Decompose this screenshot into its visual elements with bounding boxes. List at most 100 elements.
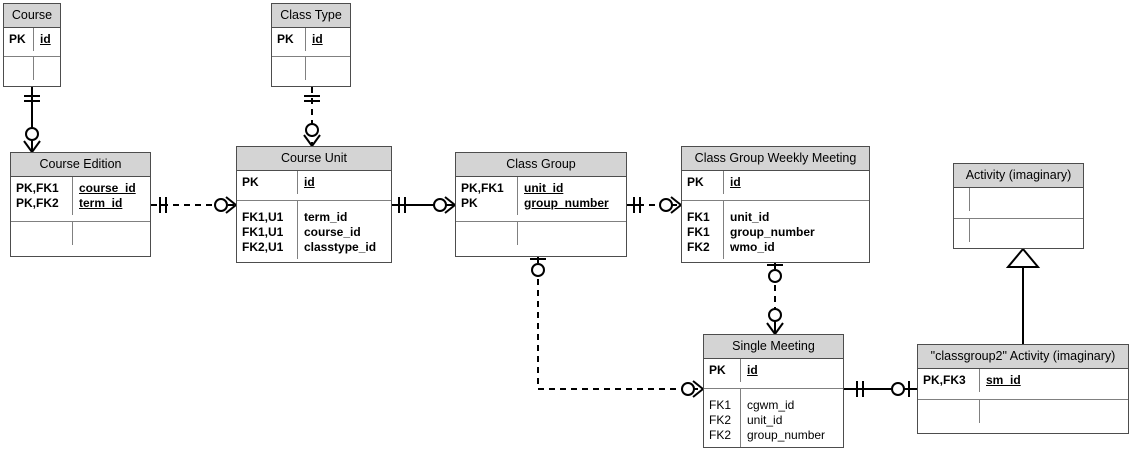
attr-key-cell: [456, 221, 518, 245]
edge-course-to-course-edition: [23, 87, 41, 153]
pk-attr-line: term_id: [79, 196, 145, 211]
entity-title: Class Group Weekly Meeting: [682, 147, 869, 171]
attr-key-cell: FK1,U1 FK1,U1 FK2,U1: [237, 200, 298, 259]
entity-pk-section: PK id: [704, 358, 843, 388]
pk-attr-text: unit_id: [524, 180, 564, 195]
attr-value-line: cgwm_id: [747, 397, 795, 412]
entity-title: Class Group: [456, 153, 626, 177]
attr-value-cell: [970, 219, 1083, 242]
entity-pk-section: PK id: [272, 27, 350, 56]
attr-key-line: FK1: [687, 224, 710, 239]
entity-pk-section: PK,FK3 sm_id: [918, 368, 1128, 399]
pk-attr-line: group_number: [524, 196, 621, 211]
attr-value-cell: unit_id group_number wmo_id: [724, 201, 869, 259]
entity-attr-section: [4, 55, 60, 83]
pk-attr-cell: [970, 188, 1083, 211]
pk-attr-cell: id: [730, 174, 741, 189]
entity-attr-section: [954, 217, 1083, 247]
attr-value-line: course_id: [304, 224, 361, 239]
attr-key-line: FK2: [687, 239, 710, 254]
attr-key-line: FK1,U1: [242, 224, 284, 239]
pk-key-cell: PK,FK3: [918, 368, 980, 392]
entity-title: Course Unit: [237, 147, 391, 171]
pk-key-cell: PK: [4, 27, 34, 51]
attr-value-line: group_number: [730, 224, 815, 239]
edge-course-unit-to-class-group: [392, 196, 456, 214]
pk-key-cell: PK,FK1 PK,FK2: [11, 176, 73, 215]
entity-attr-section: [11, 220, 150, 257]
entity-activity-imaginary[interactable]: Activity (imaginary): [953, 163, 1084, 249]
attr-key-cell: [4, 56, 34, 80]
entity-title: Class Type: [272, 4, 350, 28]
attr-key-line: FK2,U1: [242, 239, 284, 254]
entity-attr-section: [272, 55, 350, 83]
pk-key-cell: PK: [272, 27, 306, 51]
entity-course[interactable]: Course PK id: [3, 3, 61, 87]
entity-title: Single Meeting: [704, 335, 843, 359]
pk-attr-text: group_number: [524, 195, 609, 210]
attr-key-line: FK1,U1: [242, 209, 284, 224]
pk-key-cell: PK: [704, 358, 741, 382]
pk-attr-cell: id: [312, 31, 323, 46]
attr-key-cell: [272, 56, 306, 80]
attr-key-cell: FK1 FK1 FK2: [682, 200, 724, 259]
edge-class-group-to-class-group-weekly-meeting: [627, 196, 682, 214]
attr-key-cell: [918, 399, 980, 423]
pk-key-line: PK,FK2: [16, 195, 59, 210]
attr-value-cell: term_id course_id classtype_id: [298, 201, 391, 259]
entity-pk-section: PK id: [682, 170, 869, 200]
attr-key-cell: [11, 221, 73, 245]
entity-course-edition[interactable]: Course Edition PK,FK1 PK,FK2 course_id t…: [10, 152, 151, 257]
edge-class-group-to-single-meeting: [530, 257, 704, 398]
edge-class-group-weekly-meeting-to-single-meeting: [766, 263, 784, 335]
edge-course-edition-to-course-unit: [151, 196, 237, 214]
attr-key-cell: [954, 218, 970, 242]
entity-class-group[interactable]: Class Group PK,FK1 PK unit_id group_numb…: [455, 152, 627, 257]
pk-attr-cell: sm_id: [986, 372, 1021, 387]
entity-attr-section: FK1 FK1 FK2 unit_id group_number wmo_id: [682, 199, 869, 263]
attr-value-line: classtype_id: [304, 239, 377, 254]
attr-value-line: wmo_id: [730, 239, 775, 254]
pk-attr-cell: id: [747, 362, 758, 377]
entity-classgroup2-activity-imaginary[interactable]: "classgroup2" Activity (imaginary) PK,FK…: [917, 344, 1129, 434]
pk-key-cell: PK: [682, 170, 724, 194]
pk-key-line: PK: [461, 195, 478, 210]
pk-key-cell: [954, 187, 970, 211]
attr-key-cell: FK1 FK2 FK2: [704, 388, 741, 447]
entity-pk-section: [954, 187, 1083, 218]
attr-value-cell: [980, 400, 1128, 423]
entity-pk-section: PK,FK1 PK unit_id group_number: [456, 176, 626, 221]
attr-key-line: FK2: [709, 427, 732, 442]
pk-key-line: PK,FK1: [461, 180, 504, 195]
entity-title: "classgroup2" Activity (imaginary): [918, 345, 1128, 369]
entity-title: Activity (imaginary): [954, 164, 1083, 188]
attr-key-line: FK1: [687, 209, 710, 224]
attr-value-cell: [34, 57, 60, 80]
entity-pk-section: PK id: [4, 27, 60, 56]
pk-attr-cell: unit_id group_number: [518, 177, 626, 215]
entity-class-group-weekly-meeting[interactable]: Class Group Weekly Meeting PK id FK1 FK1…: [681, 146, 870, 263]
attr-key-line: FK1: [709, 397, 732, 412]
entity-course-unit[interactable]: Course Unit PK id FK1,U1 FK1,U1 FK2,U1 t…: [236, 146, 392, 263]
pk-key-cell: PK: [237, 170, 298, 194]
entity-pk-section: PK,FK1 PK,FK2 course_id term_id: [11, 176, 150, 221]
pk-attr-line: unit_id: [524, 181, 621, 196]
entity-class-type[interactable]: Class Type PK id: [271, 3, 351, 87]
pk-attr-line: course_id: [79, 181, 145, 196]
pk-attr-text: course_id: [79, 180, 136, 195]
edge-class-type-to-course-unit: [303, 87, 321, 147]
attr-value-line: unit_id: [730, 209, 770, 224]
entity-attr-section: [918, 398, 1128, 432]
pk-attr-cell: course_id term_id: [73, 177, 150, 215]
pk-key-line: PK,FK1: [16, 180, 59, 195]
entity-attr-section: FK1 FK2 FK2 cgwm_id unit_id group_number: [704, 387, 843, 448]
attr-value-line: term_id: [304, 209, 348, 224]
attr-value-cell: [306, 57, 350, 80]
edge-single-meeting-to-classgroup2-activity: [844, 381, 917, 397]
entity-single-meeting[interactable]: Single Meeting PK id FK1 FK2 FK2 cgwm_id…: [703, 334, 844, 448]
attr-value-line: unit_id: [747, 412, 783, 427]
attr-value-cell: [518, 222, 626, 245]
entity-title: Course Edition: [11, 153, 150, 177]
attr-key-line: FK2: [709, 412, 732, 427]
entity-attr-section: FK1,U1 FK1,U1 FK2,U1 term_id course_id c…: [237, 199, 391, 263]
